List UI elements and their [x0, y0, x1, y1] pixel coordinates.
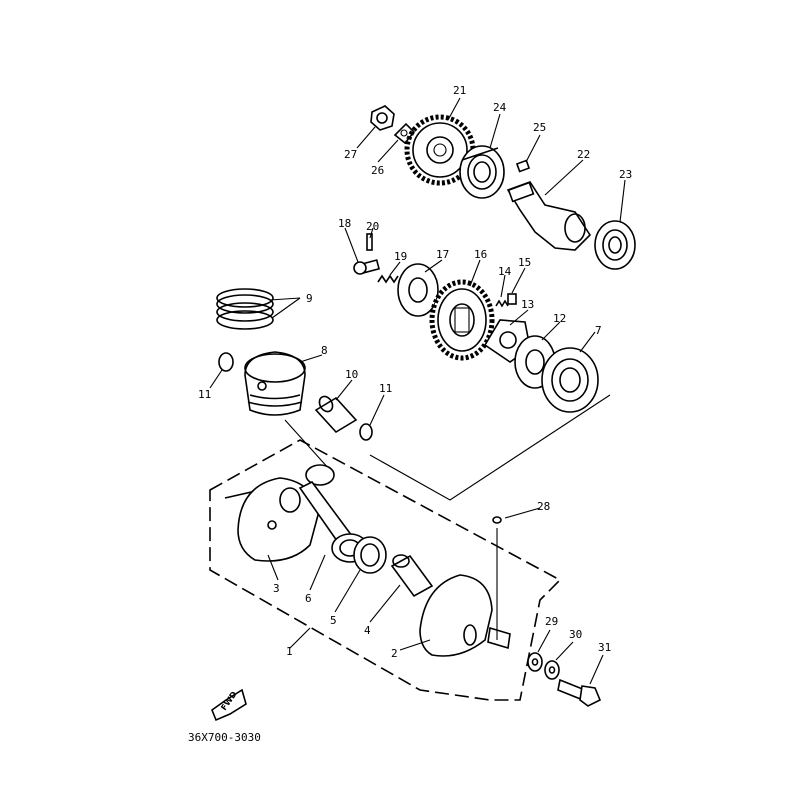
callout-29: 29 [545, 615, 558, 628]
circlip-right [359, 423, 373, 441]
damper-bolt [353, 259, 381, 275]
crank-bolt [557, 678, 602, 707]
primary-driven-gear [429, 279, 495, 361]
callout-27: 27 [344, 148, 357, 161]
callout-18: 18 [338, 217, 351, 230]
callout-10: 10 [345, 368, 358, 381]
callout-7: 7 [595, 324, 602, 337]
bearing-right [594, 220, 636, 270]
callout-21: 21 [453, 84, 466, 97]
crankshaft-assembly-boundary [209, 394, 611, 701]
callout-11-left: 11 [198, 388, 211, 401]
key-lower [492, 516, 502, 524]
lock-washer [393, 122, 416, 145]
callout-16: 16 [474, 248, 487, 261]
callout-5: 5 [330, 614, 337, 627]
callout-20: 20 [366, 220, 379, 233]
callout-12: 12 [553, 312, 566, 325]
piston-pin [314, 395, 358, 434]
callout-30: 30 [569, 628, 582, 641]
circlip-left [218, 352, 234, 372]
crank-pin [390, 554, 434, 598]
callout-4: 4 [364, 624, 371, 637]
callout-13: 13 [521, 298, 534, 311]
diagram-code: 36X700-3030 [188, 731, 261, 744]
callout-28: 28 [537, 500, 550, 513]
spring-14 [495, 299, 509, 308]
callout-8: 8 [321, 344, 328, 357]
washer-30 [544, 660, 560, 680]
callout-23: 23 [619, 168, 632, 181]
washer-29 [527, 652, 543, 672]
nut [370, 105, 395, 131]
damper-plate [397, 263, 439, 317]
balancer-drive-gear [404, 114, 476, 186]
callout-25: 25 [533, 121, 546, 134]
callout-15: 15 [518, 256, 531, 269]
needle-bearing [353, 536, 387, 574]
pin-15 [507, 293, 517, 305]
key-upper [515, 159, 531, 173]
piston [244, 351, 306, 416]
right-crank-web [419, 574, 511, 657]
callout-17: 17 [436, 248, 449, 261]
leader-lines [209, 97, 626, 685]
callout-14: 14 [498, 265, 512, 278]
callout-2: 2 [391, 647, 398, 660]
fwd-arrow-icon: FWD [211, 688, 247, 722]
callout-6: 6 [305, 592, 312, 605]
small-spring [377, 274, 399, 284]
piston-rings [216, 288, 274, 330]
main-bearing [541, 347, 599, 413]
callout-11-right: 11 [379, 382, 392, 395]
callout-26: 26 [371, 164, 384, 177]
callout-labels: 1 2 3 4 5 6 7 8 9 10 11 11 12 13 14 15 1… [198, 84, 632, 660]
callout-31: 31 [598, 641, 611, 654]
callout-3: 3 [273, 582, 280, 595]
balancer-shaft [506, 181, 592, 251]
callout-19: 19 [394, 250, 407, 263]
callout-1: 1 [286, 645, 293, 658]
callout-22: 22 [577, 148, 590, 161]
callout-9: 9 [306, 292, 313, 305]
bearing-upper [459, 145, 505, 199]
callout-24: 24 [493, 101, 507, 114]
pin [366, 233, 373, 251]
